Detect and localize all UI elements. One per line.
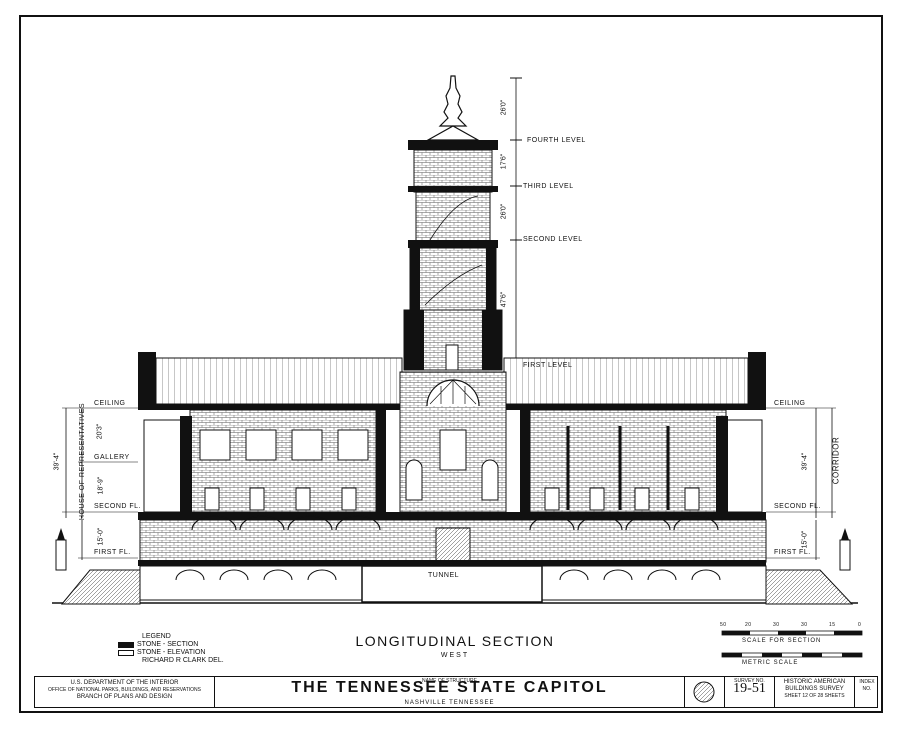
left-gallery-label: GALLERY [94,454,130,461]
tower-dim-1: 26'0" [500,99,508,116]
tower-dimension-line [510,77,522,372]
scale-tick-5: 0 [858,622,862,628]
section-swatch [118,642,134,648]
agency-line-3: BRANCH OF PLANS AND DESIGN [76,694,173,700]
survey-seal [693,681,715,703]
survey-caption: SURVEY NO. [734,678,765,684]
level-label-second: SECOND LEVEL [523,236,583,243]
habs-sheet: SHEET 12 OF 28 SHEETS [784,693,845,699]
legend-delineator: RICHARD R CLARK DEL. [142,657,224,664]
drawing-title: LONGITUDINAL SECTION [355,633,555,649]
basement [139,565,767,603]
left-dim-b: 18'-9" [97,476,105,495]
scale-tick-2: 30 [773,622,780,628]
tunnel-label: TUNNEL [428,572,460,579]
right-dimension-lines [766,407,836,560]
sheet-border [19,15,883,713]
seal-cell [685,677,725,707]
level-label-third: THIRD LEVEL [523,183,574,190]
tower [403,75,503,371]
side-steps [55,528,854,605]
left-dim-a: 20'3" [96,423,104,440]
left-ceiling-label: CEILING [94,400,126,407]
level-label-fourth: FOURTH LEVEL [527,137,586,144]
left-first-fl-label: FIRST FL. [94,549,131,556]
scale-tick-1: 20 [745,622,752,628]
structure-name-cell: NAME OF STRUCTURE THE TENNESSEE STATE CA… [215,677,685,707]
tower-dim-4: 47'6" [500,291,508,308]
left-dim-c: 15'-0" [97,527,105,546]
title-block: U.S. DEPARTMENT OF THE INTERIOR OFFICE O… [34,676,878,708]
left-second-fl-label: SECOND FL. [94,503,142,510]
structure-location: NASHVILLE TENNESSEE [404,700,495,706]
first-floor [138,515,767,566]
agency-line-2: OFFICE OF NATIONAL PARKS, BUILDINGS, AND… [48,687,201,693]
legend-elevation: STONE - ELEVATION [137,649,206,656]
left-dimension-lines [62,407,138,560]
left-dim-total: 39'-4" [53,452,61,471]
right-dim-total: 39'-4" [801,452,809,471]
survey-cell: SURVEY NO. 19-51 [725,677,775,707]
elevation-swatch [118,650,134,656]
right-ceiling-label: CEILING [774,400,806,407]
index-cell: INDEX NO. [855,677,879,707]
habs-line-2: BUILDINGS SURVEY [785,686,844,692]
index-caption: INDEX NO. [859,679,875,692]
survey-number: 19-51 [733,681,766,696]
agency-cell: U.S. DEPARTMENT OF THE INTERIOR OFFICE O… [35,677,215,707]
habs-line-1: HISTORIC AMERICAN [783,679,846,685]
structure-caption: NAME OF STRUCTURE [422,678,477,684]
habs-cell: HISTORIC AMERICAN BUILDINGS SURVEY SHEET… [775,677,855,707]
scale-tick-0: 50 [720,622,727,628]
tower-dim-3: 26'0" [500,203,508,220]
right-second-fl-label: SECOND FL. [774,503,822,510]
legend-section: STONE - SECTION [137,641,199,648]
structure-name: THE TENNESSEE STATE CAPITOL [291,679,608,696]
drawing-subtitle: WEST [440,652,470,659]
metric-scale-label: METRIC SCALE [742,660,799,666]
central-pavilion [376,371,530,513]
scale-tick-3: 30 [801,622,808,628]
tower-dim-2: 17'6" [500,153,508,170]
legend: LEGEND STONE - SECTION STONE - ELEVATION… [118,633,224,665]
upper-floor [138,409,766,520]
right-dim-c: 15'-0" [801,530,809,549]
level-label-first: FIRST LEVEL [523,362,573,369]
legend-heading: LEGEND [142,633,171,640]
house-of-representatives-label: HOUSE OF REPRESENTATIVES [79,402,87,521]
corridor-label: CORRIDOR [831,436,841,485]
agency-line-1: U.S. DEPARTMENT OF THE INTERIOR [70,680,179,686]
scale-for-section-label: SCALE FOR SECTION [742,638,822,644]
right-first-fl-label: FIRST FL. [774,549,811,556]
scale-bars [721,630,863,658]
scale-tick-4: 15 [829,622,836,628]
